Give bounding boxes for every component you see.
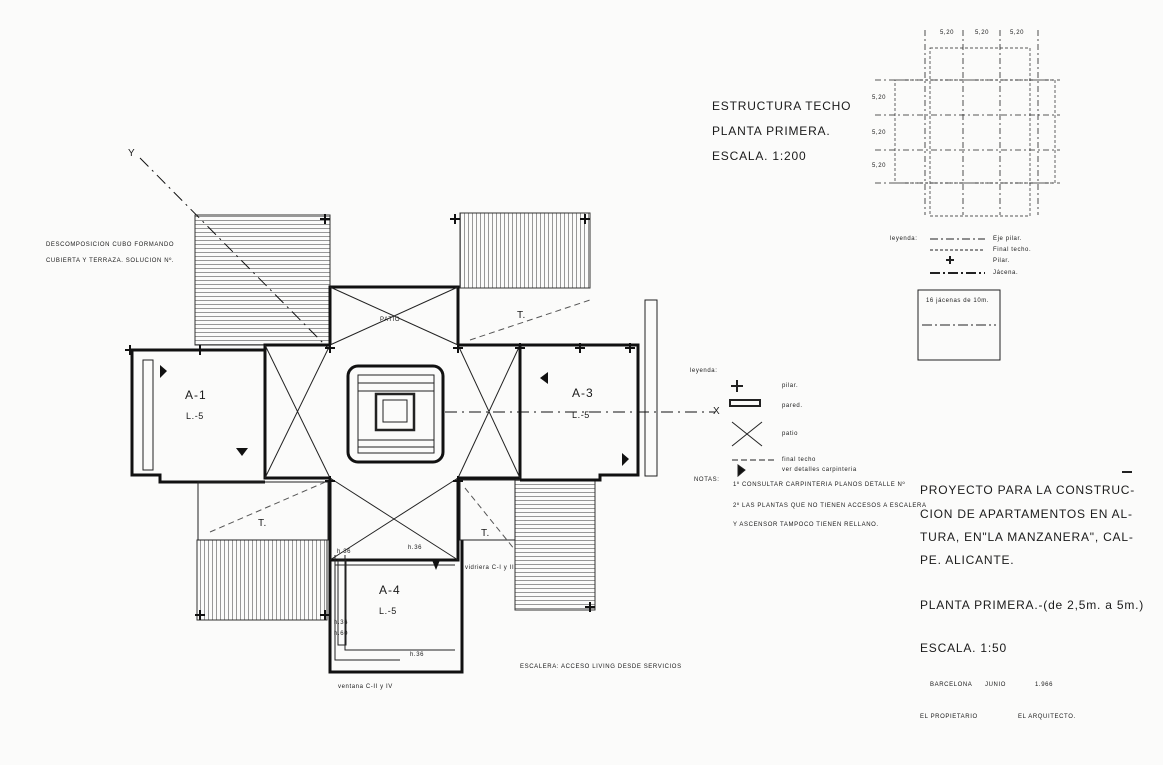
room-a1-sub: L.-5 xyxy=(186,411,204,421)
height-36c: h.36 xyxy=(334,620,349,626)
descomposicion-line2: CUBIERTA Y TERRAZA. SOLUCION Nº. xyxy=(46,258,175,264)
patio-label: PATIO xyxy=(380,317,401,323)
planta-primera-label: PLANTA PRIMERA.-(de 2,5m. a 5m.) xyxy=(920,598,1145,612)
plan-legend-patio: patio xyxy=(782,431,799,437)
height-36d: h.36 xyxy=(410,652,425,658)
height-36a: h.36 xyxy=(337,549,352,555)
legend-final-techo: Final techo. xyxy=(993,247,1032,253)
pillar-marks xyxy=(125,214,635,620)
month-label: JUNIO xyxy=(985,682,1006,688)
room-a4-sub: L.-5 xyxy=(379,606,397,616)
structure-legend-title: leyenda: xyxy=(890,236,918,242)
interior-lines xyxy=(142,286,658,661)
project-line3: TURA, EN"LA MANZANERA", CAL- xyxy=(920,530,1134,544)
grid-dim-left-2: 5,20 xyxy=(872,130,887,136)
terrace-label-2: T. xyxy=(258,518,267,529)
exterior-walls xyxy=(130,285,640,674)
project-line1: PROYECTO PARA LA CONSTRUC- xyxy=(920,483,1136,497)
year-label: 1.966 xyxy=(1035,682,1054,688)
plan-legend-final-techo: final techo xyxy=(782,457,816,463)
door-arrows xyxy=(160,365,629,570)
axis-lines xyxy=(139,157,715,413)
room-a1: A-1 xyxy=(185,388,207,402)
escala-label: ESCALA. 1:50 xyxy=(920,641,1007,655)
roof-edge-lines xyxy=(209,299,591,551)
axis-y-label: Y xyxy=(128,148,136,159)
ventana-label: ventana C-II y IV xyxy=(338,684,393,690)
terrace-label-3: T. xyxy=(481,528,490,539)
legend-pilar: Pilar. xyxy=(993,258,1010,264)
grid-dim-left-1: 5,20 xyxy=(872,95,887,101)
legend-symbols xyxy=(729,238,1001,478)
room-a3-sub: L.-5 xyxy=(572,410,590,420)
legend-eje-pilar: Eje pilar. xyxy=(993,236,1023,242)
room-a3: A-3 xyxy=(572,386,594,400)
grid-dim-top-2: 5,20 xyxy=(975,30,990,36)
header-estructura: ESTRUCTURA TECHO xyxy=(712,99,852,113)
notas-title: NOTAS: xyxy=(694,477,720,483)
vidriera-label: vidriera C-I y III xyxy=(465,565,517,571)
city-label: BARCELONA xyxy=(930,682,973,688)
plan-legend-title: leyenda: xyxy=(690,368,718,374)
propietario-label: EL PROPIETARIO xyxy=(920,714,978,720)
nota-3: Y ASCENSOR TAMPOCO TIENEN RELLANO. xyxy=(733,522,879,528)
edge-mark xyxy=(1122,471,1132,473)
nota-2: 2º LAS PLANTAS QUE NO TIENEN ACCESOS A E… xyxy=(733,503,927,509)
escalera-label: ESCALERA: ACCESO LIVING DESDE SERVICIOS xyxy=(520,664,682,670)
project-line2: CION DE APARTAMENTOS EN AL- xyxy=(920,507,1133,521)
header-planta: PLANTA PRIMERA. xyxy=(712,124,831,138)
height-60: h.60 xyxy=(334,631,349,637)
legend-box-title: 16 jácenas de 10m. xyxy=(926,298,990,304)
terrace-label-1: T. xyxy=(517,310,526,321)
grid-dim-top-1: 5,20 xyxy=(940,30,955,36)
grid-dim-left-3: 5,20 xyxy=(872,163,887,169)
structure-grid xyxy=(875,30,1060,217)
height-36b: h.36 xyxy=(408,545,423,551)
project-line4: PE. ALICANTE. xyxy=(920,553,1015,567)
plan-legend-ver-detalles: ver detalles carpinteria xyxy=(782,467,857,473)
arquitecto-label: EL ARQUITECTO. xyxy=(1018,714,1076,720)
legend-jacena: Jácena. xyxy=(993,270,1019,276)
plan-legend-pilar: pilar. xyxy=(782,383,799,389)
room-a4: A-4 xyxy=(379,583,401,597)
plan-legend-pared: pared. xyxy=(782,403,803,409)
nota-1: 1º CONSULTAR CARPINTERIA PLANOS DETALLE … xyxy=(733,482,906,488)
header-escala: ESCALA. 1:200 xyxy=(712,149,807,163)
grid-dim-top-3: 5,20 xyxy=(1010,30,1025,36)
descomposicion-line1: DESCOMPOSICION CUBO FORMANDO xyxy=(46,242,175,248)
axis-x-label: X xyxy=(713,406,721,417)
